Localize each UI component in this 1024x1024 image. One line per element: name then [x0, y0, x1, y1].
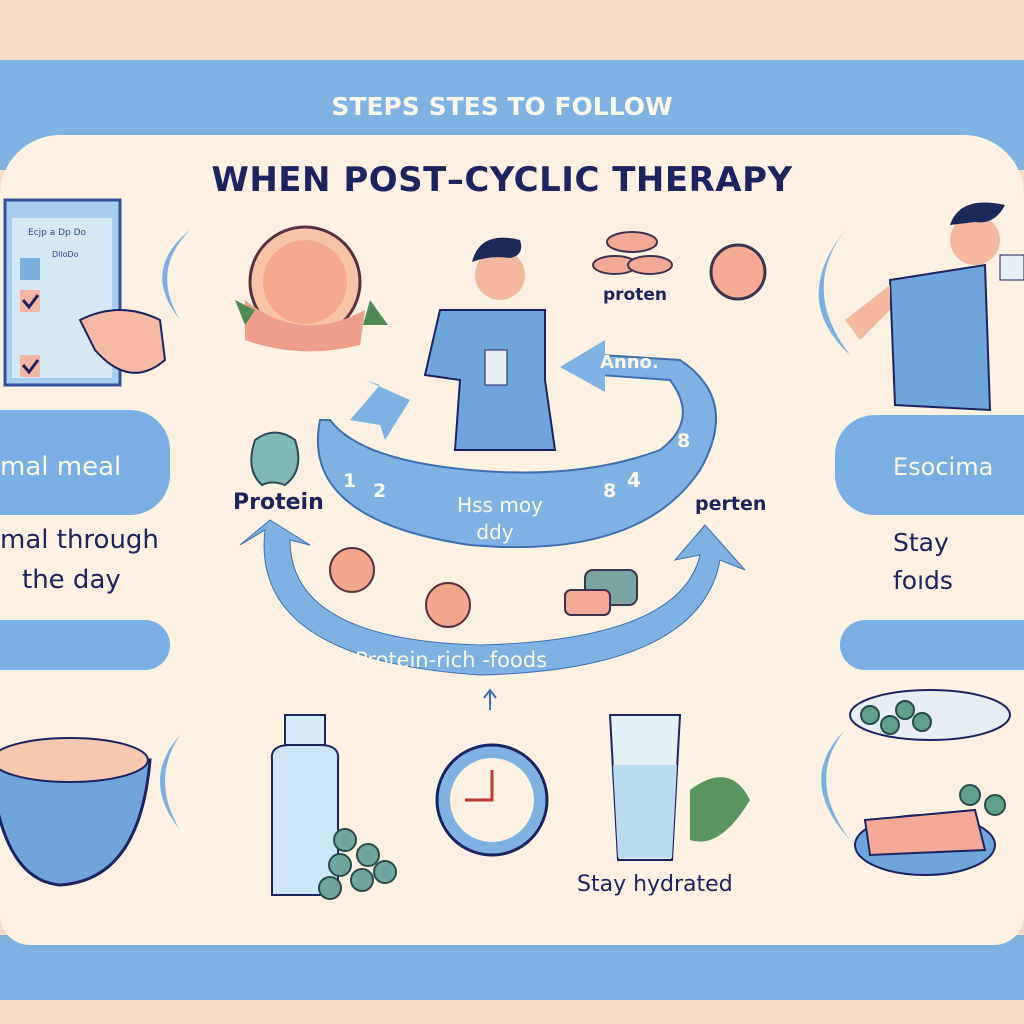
apple-icon [250, 431, 300, 487]
right-pill-lower [840, 620, 1024, 670]
loop-band [316, 353, 717, 549]
right-caption-line1: Stay [893, 528, 949, 557]
hydrated-label: Stay hydrated [577, 872, 733, 897]
left-caption-line1: mal through [0, 525, 159, 555]
step-number: 1 [343, 470, 357, 492]
left-pill-lower [0, 620, 170, 670]
peach-icon [329, 547, 375, 593]
bottom-banner [0, 935, 1024, 1000]
right-crescent-bottom [821, 730, 850, 840]
water-bottle-icon [270, 714, 340, 896]
grapes-icon [318, 828, 397, 900]
right-pill [835, 415, 1024, 515]
food-tins-icon [564, 569, 638, 616]
small-up-arrow [483, 688, 497, 710]
left-caption-line2: the day [22, 565, 121, 595]
band-text-line2: ddy [476, 520, 514, 544]
grapefruit-icon [235, 225, 388, 352]
clipboard-title: Ecjp a Dp Do [28, 228, 87, 238]
arrow-label: Anno. [600, 352, 659, 373]
band-text-line1: Hss moy [457, 493, 543, 517]
protein-patties-icon [592, 231, 673, 275]
arrow-head-left [560, 340, 605, 392]
left-pill-label: mal meal [0, 452, 122, 482]
right-crescent-top [818, 230, 850, 355]
person-drinking-icon [423, 237, 557, 451]
clock-icon [435, 743, 549, 857]
peach-icon-2 [425, 582, 471, 628]
left-crescent [162, 230, 190, 320]
citrus-slice-icon [709, 243, 767, 301]
left-pill [0, 410, 170, 515]
label-protein-left: Protein [233, 490, 324, 515]
step-number: 2 [373, 480, 387, 502]
step-number: 8 [677, 430, 691, 452]
flow-loop [239, 340, 746, 710]
leaf-icon [690, 777, 750, 842]
loop-label: Protein-rich -foods [355, 648, 548, 672]
step-number: 4 [627, 468, 641, 492]
arrow-up-right [350, 380, 410, 440]
cereal-bowl-icon [0, 737, 152, 887]
label-perten: perten [695, 493, 767, 515]
left-crescent-bottom [160, 735, 180, 830]
clipboard-icon [3, 198, 167, 387]
peas-icon [860, 700, 1006, 816]
man-drinking-icon [845, 202, 1024, 412]
step-number: 8 [603, 480, 617, 502]
header-subtitle: STEPS STES TO FOLLOW [331, 92, 673, 121]
lower-loop-arrow [239, 519, 746, 676]
water-glass-icon [608, 714, 682, 861]
clipboard-subtitle: DlloDo [52, 250, 79, 259]
right-pill-label: Esocima [893, 453, 994, 481]
page-title: WHEN POST–CYCLIC THERAPY [211, 160, 793, 200]
label-protein-top: proten [603, 285, 667, 305]
right-caption-line2: foıds [893, 566, 953, 595]
